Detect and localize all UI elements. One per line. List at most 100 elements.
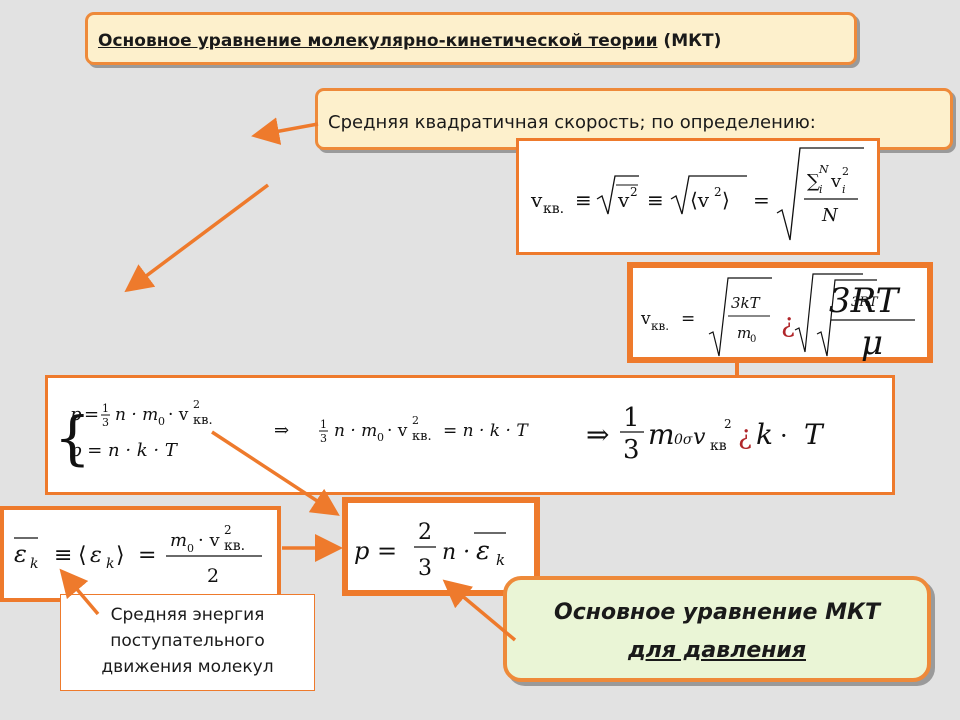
svg-text:ε: ε	[476, 536, 490, 566]
svg-text:3: 3	[623, 435, 640, 465]
svg-text:кв.: кв.	[224, 538, 245, 554]
svg-text:∑: ∑	[807, 171, 820, 192]
fraction-numerator: 2	[418, 520, 432, 545]
svg-text:m: m	[648, 418, 675, 451]
slide-title-suffix: (МКТ)	[657, 31, 722, 51]
svg-text:m: m	[170, 530, 187, 551]
svg-text:0: 0	[158, 415, 165, 428]
svg-text:¿: ¿	[738, 421, 752, 451]
caption-line-3: движения молекул	[101, 657, 274, 677]
pressure-lhs: p =	[354, 537, 397, 565]
svg-text:2: 2	[224, 523, 232, 537]
svg-text:0: 0	[377, 431, 384, 444]
svg-text:2: 2	[412, 414, 419, 427]
mu-symbol: μ	[861, 323, 883, 363]
svg-text:i: i	[819, 183, 823, 196]
rms-definition-math: v кв. ≡ v 2 ≡ ⟨v 2 ⟩ = ∑ i N v i 2 N	[530, 147, 864, 241]
caption-line-1: Средняя энергия	[110, 605, 265, 625]
svg-text:кв: кв	[710, 438, 727, 454]
mkt-pressure-math: p = 2 3 n · ε k	[354, 520, 506, 581]
svg-text:≡: ≡	[54, 543, 72, 568]
svg-text:· v: · v	[168, 405, 189, 425]
svg-text:2: 2	[724, 417, 732, 431]
svg-text:n · m: n · m	[115, 405, 158, 425]
svg-text:p: p	[70, 404, 82, 425]
svg-text:кв.: кв.	[651, 319, 669, 333]
svg-text:2: 2	[193, 398, 200, 411]
svg-text:кв.: кв.	[543, 201, 564, 217]
svg-text:· v: · v	[387, 421, 408, 441]
svg-text:≡: ≡	[575, 188, 592, 212]
svg-text:v: v	[530, 188, 543, 212]
svg-text:1: 1	[102, 402, 109, 415]
rms-definition-formula: v кв. ≡ v 2 ≡ ⟨v 2 ⟩ = ∑ i N v i 2 N	[516, 138, 880, 255]
svg-text:⟨v: ⟨v	[690, 188, 710, 212]
svg-text:k: k	[496, 551, 505, 569]
svg-text:2: 2	[714, 185, 722, 199]
svg-text:0σ: 0σ	[674, 432, 693, 448]
svg-text:2: 2	[842, 165, 849, 178]
implies-arrow-2: ⇒	[586, 418, 609, 451]
energy-denominator: 2	[207, 565, 219, 587]
svg-text:3: 3	[320, 432, 327, 445]
kinetic-energy-math: ε k ≡ ⟨ ε k ⟩ = m 0 · v 2 кв. 2	[14, 523, 262, 587]
svg-text:¿: ¿	[781, 309, 795, 339]
main-label-line-1: Основное уравнение МКТ	[554, 600, 880, 625]
title-banner: Основное уравнение молекулярно-кинетичес…	[85, 12, 857, 65]
energy-caption: Средняя энергия поступательного движения…	[60, 594, 315, 691]
slide-title: Основное уравнение молекулярно-кинетичес…	[98, 31, 721, 51]
svg-text:0: 0	[750, 334, 756, 345]
svg-text:m: m	[737, 324, 751, 342]
svg-text:3RT: 3RT	[829, 281, 901, 321]
svg-text:n ·: n ·	[442, 540, 470, 565]
arrow-definition-left	[251, 117, 319, 145]
energy-symbol: ε	[14, 540, 27, 568]
svg-text:⟨: ⟨	[78, 543, 87, 568]
rms-temperature-formula: v кв. = 3kT m 0 ¿ 3RT 3RT μ	[627, 262, 933, 363]
svg-text:1: 1	[320, 418, 327, 431]
svg-text:k: k	[106, 556, 114, 572]
svg-text:=: =	[84, 404, 99, 425]
rms-temperature-math: v кв. = 3kT m 0 ¿ 3RT 3RT μ	[640, 273, 915, 363]
svg-text:кв.: кв.	[412, 429, 432, 444]
rms-denominator: N	[821, 205, 839, 226]
svg-text:⟩: ⟩	[722, 188, 730, 212]
svg-text:≡: ≡	[647, 188, 664, 212]
svg-text:кв.: кв.	[193, 413, 213, 428]
svg-text:· v: · v	[198, 530, 220, 551]
svg-text:0: 0	[187, 542, 194, 555]
svg-text:3RT: 3RT	[851, 295, 879, 310]
kinetic-energy-formula: ε k ≡ ⟨ ε k ⟩ = m 0 · v 2 кв. 2	[0, 506, 281, 602]
svg-text:N: N	[818, 163, 829, 176]
svg-text:⟩: ⟩	[116, 543, 125, 568]
svg-text:1: 1	[623, 403, 640, 433]
svg-text:3: 3	[102, 416, 109, 429]
svg-text:=: =	[753, 188, 770, 212]
svg-text:n · m: n · m	[334, 421, 377, 441]
svg-text:ε: ε	[90, 543, 102, 568]
three-kT: 3kT	[731, 294, 761, 312]
main-label-line-2: для давления	[628, 638, 806, 663]
fraction-denominator: 3	[418, 556, 432, 581]
svg-text:=: =	[681, 309, 695, 329]
svg-text:i: i	[842, 183, 846, 196]
definition-text: Средняя квадратичная скорость; по опреде…	[328, 112, 816, 133]
svg-text:v: v	[830, 171, 842, 192]
pressure-system-formula: { p = 1 3 n · m 0 · v 2 кв. p = n · k · …	[45, 375, 895, 495]
svg-text:v: v	[693, 425, 706, 450]
main-equation-label: Основное уравнение МКТ для давления	[503, 576, 931, 682]
system-line-2: p = n · k · T	[70, 440, 179, 461]
svg-text:2: 2	[630, 185, 638, 199]
svg-text:= n · k · T: = n · k · T	[443, 421, 529, 441]
svg-text:T: T	[804, 418, 825, 451]
svg-text:{: {	[54, 404, 91, 472]
svg-text:v: v	[617, 188, 630, 212]
svg-text:=: =	[138, 543, 156, 568]
caption-line-2: поступательного	[110, 631, 265, 651]
svg-text:k: k	[30, 556, 38, 572]
svg-text:k: k	[756, 418, 773, 451]
mkt-pressure-formula: p = 2 3 n · ε k	[342, 497, 540, 596]
slide-title-main: Основное уравнение молекулярно-кинетичес…	[98, 31, 658, 51]
implies-arrow-1: ⇒	[274, 420, 289, 441]
svg-text:·: ·	[780, 422, 788, 450]
